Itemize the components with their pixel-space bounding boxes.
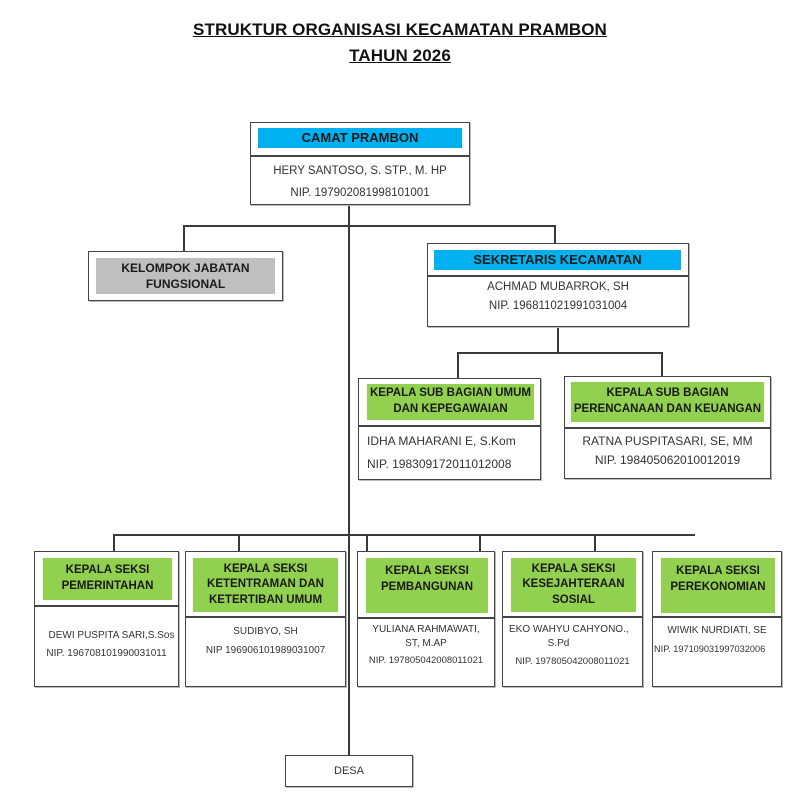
seksi-position-line: PEMBANGUNAN [381,580,473,593]
seksi-position-line: KETERTIBAN UMUM [208,593,323,606]
seksi-kesejahteraan-name-line1: EKO WAHYU CAHYONO., [509,624,629,635]
seksi-position-line: KEPALA SEKSI [223,562,308,575]
subbagian-keuangan-name: RATNA PUSPITASARI, SE, MM [582,434,753,448]
camat-name: HERY SANTOSO, S. STP., M. HP [273,165,447,177]
subbagian-umum-position-line1: KEPALA SUB BAGIAN UMUM [370,387,531,400]
seksi-pembangunan-box[interactable]: KEPALA SEKSI PEMBANGUNAN YULIANA RAHMAWA… [357,551,495,687]
chart-title: STRUKTUR ORGANISASI KECAMATAN PRAMBON [193,20,607,39]
connector-to-seksi-1 [113,534,115,551]
functional-group-box[interactable]: KELOMPOK JABATAN FUNGSIONAL [88,251,283,301]
functional-group-header: KELOMPOK JABATAN FUNGSIONAL [96,258,275,294]
seksi-ketentraman-nip: NIP 196906101989031007 [205,645,326,656]
divider [653,616,781,618]
subbagian-umum-header: KEPALA SUB BAGIAN UMUM DAN KEPEGAWAIAN [367,384,534,420]
seksi-position-line: PEMERINTAHAN [61,580,154,592]
connector-level1-horizontal [183,225,555,227]
seksi-perekonomian-box[interactable]: KEPALA SEKSI PEREKONOMIAN WIWIK NURDIATI… [652,551,782,687]
connector-sekretaris-down [557,327,559,353]
subbagian-keuangan-position-line1: KEPALA SUB BAGIAN [606,387,729,400]
divider [35,605,178,607]
seksi-pemerintahan-box[interactable]: KEPALA SEKSI PEMERINTAHAN DEWI PUSPITA S… [34,551,179,687]
divider [503,616,642,618]
seksi-kesejahteraan-box[interactable]: KEPALA SEKSI KESEJAHTERAAN SOSIAL EKO WA… [502,551,643,687]
seksi-pembangunan-nip: NIP. 197805042008011021 [368,655,484,666]
connector-to-subbagian-keuangan [661,352,663,376]
seksi-ketentraman-name: SUDIBYO, SH [233,626,298,637]
seksi-perekonomian-header: KEPALA SEKSI PEREKONOMIAN [661,558,775,613]
subbagian-umum-nip: NIP. 198309172011012008 [367,457,512,471]
seksi-ketentraman-box[interactable]: KEPALA SEKSI KETENTRAMAN DAN KETERTIBAN … [185,551,346,687]
seksi-pembangunan-header: KEPALA SEKSI PEMBANGUNAN [366,558,488,613]
subbagian-keuangan-box[interactable]: KEPALA SUB BAGIAN PERENCANAAN DAN KEUANG… [564,376,771,479]
camat-position-header: CAMAT PRAMBON [258,128,462,148]
subbagian-keuangan-header: KEPALA SUB BAGIAN PERENCANAAN DAN KEUANG… [571,382,764,422]
subbagian-umum-position-line2: DAN KEPEGAWAIAN [393,403,508,415]
connector-to-seksi-2 [238,534,240,551]
connector-subbagian-horizontal [457,352,662,354]
seksi-position-line: KEPALA SEKSI [531,562,616,575]
desa-label: DESA [334,765,364,777]
seksi-position-line: KEPALA SEKSI [385,565,469,577]
connector-to-seksi-4 [479,534,481,551]
functional-group-label-line2: FUNGSIONAL [145,277,226,291]
sekretaris-position-header: SEKRETARIS KECAMATAN [434,250,681,270]
subbagian-keuangan-position-line2: PERENCANAAN DAN KEUANGAN [573,403,762,415]
subbagian-umum-box[interactable]: KEPALA SUB BAGIAN UMUM DAN KEPEGAWAIAN I… [358,378,541,480]
divider [359,425,540,427]
connector-seksi-horizontal [113,534,695,536]
seksi-pemerintahan-nip: NIP. 196708101990031011 [46,648,167,659]
desa-box[interactable]: DESA [285,755,413,787]
sekretaris-nip: NIP. 196811021991031004 [488,300,628,312]
seksi-pemerintahan-header: KEPALA SEKSI PEMERINTAHAN [43,558,172,600]
seksi-position-line: KESEJAHTERAAN [522,578,625,591]
sekretaris-box[interactable]: SEKRETARIS KECAMATAN ACHMAD MUBARROK, SH… [427,243,689,327]
seksi-position-line: KEPALA SEKSI [676,565,760,577]
connector-camat-trunk [348,205,350,762]
divider [428,275,688,277]
connector-to-sekretaris [554,225,556,245]
seksi-position-line: KEPALA SEKSI [65,564,150,577]
chart-subtitle-year: TAHUN 2026 [349,46,451,65]
seksi-position-line: SOSIAL [552,593,595,606]
connector-to-functional [183,225,185,251]
camat-box[interactable]: CAMAT PRAMBON HERY SANTOSO, S. STP., M. … [250,122,470,205]
subbagian-umum-name: IDHA MAHARANI E, S.Kom [367,434,516,448]
connector-to-seksi-3 [366,534,368,551]
sekretaris-name: ACHMAD MUBARROK, SH [487,281,629,293]
seksi-ketentraman-header: KEPALA SEKSI KETENTRAMAN DAN KETERTIBAN … [193,558,338,612]
seksi-pembangunan-name-line2: ST, M.AP [405,638,447,649]
camat-position: CAMAT PRAMBON [301,130,419,146]
seksi-perekonomian-name: WIWIK NURDIATI, SE [667,625,767,636]
seksi-pembangunan-name-line1: YULIANA RAHMAWATI, [372,624,480,635]
camat-nip: NIP. 197902081998101001 [290,187,430,199]
seksi-kesejahteraan-name-line2: S.Pd [547,638,570,649]
divider [251,155,469,157]
functional-group-label-line1: KELOMPOK JABATAN [121,260,250,275]
sekretaris-position: SEKRETARIS KECAMATAN [473,252,642,268]
divider [565,427,770,429]
divider [358,617,494,619]
seksi-kesejahteraan-header: KEPALA SEKSI KESEJAHTERAAN SOSIAL [511,558,636,612]
connector-to-seksi-5 [594,534,596,551]
seksi-pemerintahan-name: DEWI PUSPITA SARI,S.Sos [48,630,175,641]
seksi-position-line: KETENTRAMAN DAN [207,578,324,591]
divider [186,616,345,618]
subbagian-keuangan-nip: NIP. 198405062010012019 [594,453,741,467]
seksi-perekonomian-nip: NIP. 197109031997032006 [654,644,766,654]
connector-to-subbagian-umum [457,352,459,378]
seksi-kesejahteraan-nip: NIP. 197805042008011021 [515,656,630,667]
seksi-position-line: PEREKONOMIAN [670,580,766,593]
